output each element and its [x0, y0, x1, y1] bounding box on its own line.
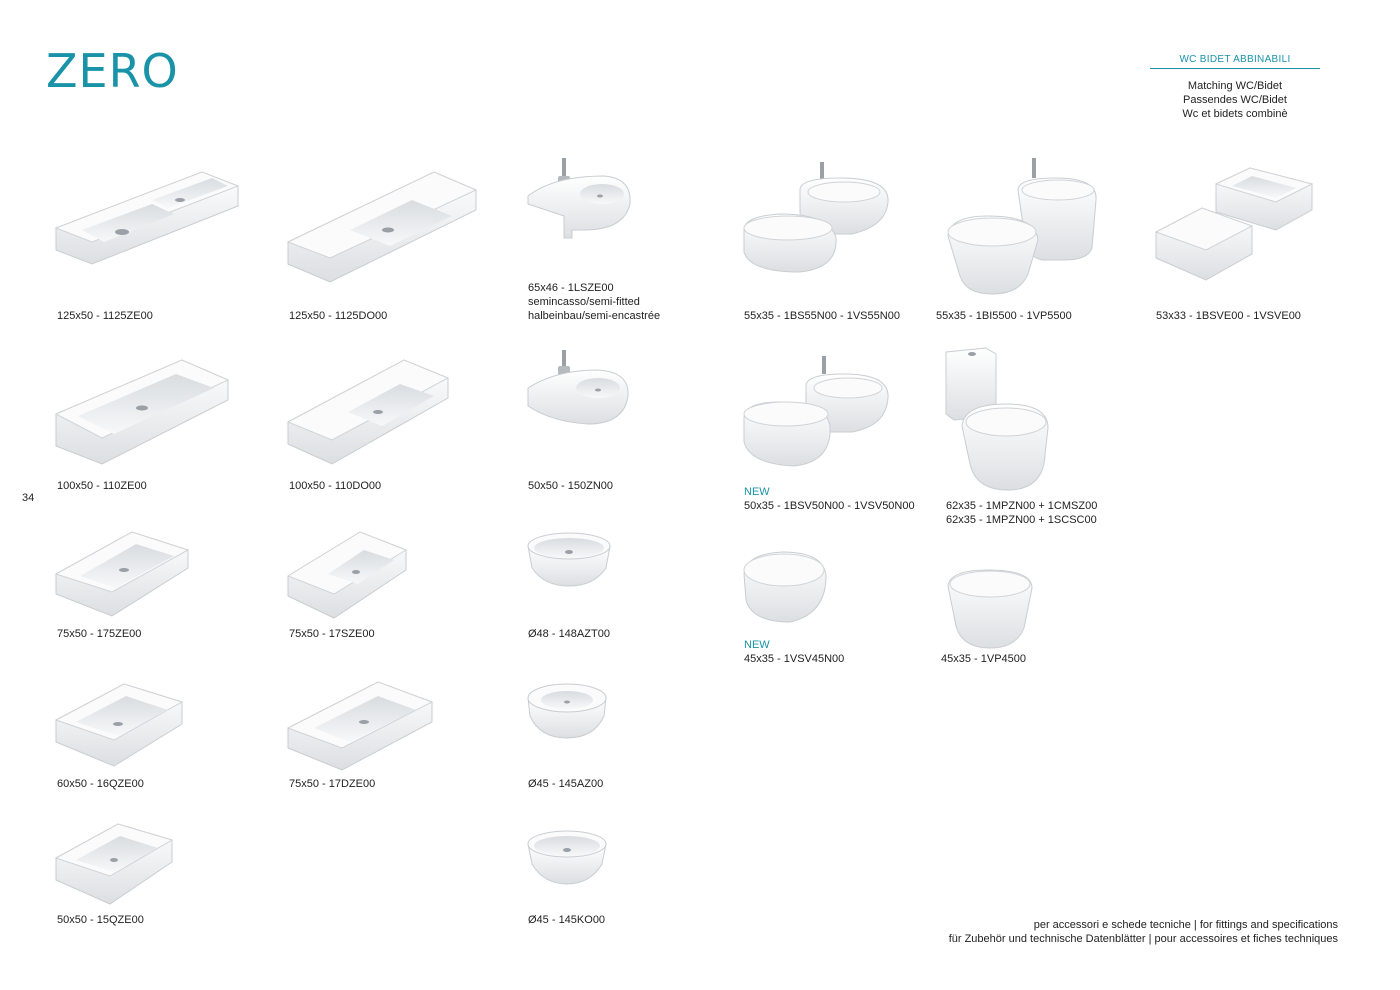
wc-section-heading: WC BIDET ABBINABILI — [1179, 54, 1291, 65]
product-label: Ø48 - 148AZT00 — [528, 628, 610, 640]
product-label: 60x50 - 16QZE00 — [57, 778, 144, 790]
product-image-bowl-basin-45 — [524, 826, 610, 886]
wc-section-subtitle: Matching WC/Bidet Passendes WC/Bidet Wc … — [1150, 79, 1320, 121]
product-image-vessel-basin-45 — [524, 680, 610, 740]
product-label: 125x50 - 1125ZE00 — [57, 310, 153, 322]
product-label: 75x50 - 175ZE00 — [57, 628, 142, 640]
product-label: 65x46 - 1LSZE00 semincasso/semi-fitted h… — [528, 282, 661, 322]
product-image-side-basin — [284, 168, 480, 286]
product-image-semi-fitted-basin — [524, 156, 636, 240]
product-label: NEW 45x35 - 1VSV45N00 — [744, 639, 845, 665]
product-image-deep-basin-75 — [284, 678, 436, 774]
page-title: ZERO — [46, 44, 179, 98]
product-label: 100x50 - 110DO00 — [289, 480, 382, 492]
product-image-square-basin — [52, 680, 186, 772]
product-image-side-basin-75 — [284, 528, 410, 622]
product-label: 45x35 - 1VP4500 — [941, 653, 1027, 665]
product-label: 55x35 - 1BI5500 - 1VP5500 — [936, 310, 1072, 322]
product-label: 53x33 - 1BSVE00 - 1VSVE00 — [1156, 310, 1301, 322]
product-image-wc-bidet-50 — [740, 354, 896, 472]
product-label: 100x50 - 110ZE00 — [57, 480, 147, 492]
product-label: NEW 50x35 - 1BSV50N00 - 1VSV50N00 — [744, 486, 915, 512]
product-image-close-coupled-wc — [942, 346, 1052, 492]
product-image-long-basin — [52, 356, 232, 468]
product-image-wc-bidet-55 — [740, 160, 896, 278]
product-image-wc-bidet-floor-55 — [942, 156, 1102, 298]
product-image-double-basin — [52, 168, 242, 268]
new-badge: NEW — [744, 639, 770, 651]
footer-note: per accessori e schede tecniche | for fi… — [949, 918, 1338, 946]
footer-line: für Zubehör und technische Datenblätter … — [948, 933, 1338, 945]
product-label: 55x35 - 1BS55N00 - 1VS55N00 — [744, 310, 900, 322]
product-image-side-basin-100 — [284, 356, 452, 468]
page-number: 34 — [22, 492, 35, 504]
product-image-wc-bidet-square — [1152, 162, 1316, 284]
product-label: 125x50 - 1125DO00 — [289, 310, 388, 322]
product-label: 75x50 - 17SZE00 — [289, 628, 375, 640]
new-badge: NEW — [744, 486, 770, 498]
product-label: 75x50 - 17DZE00 — [289, 778, 376, 790]
wc-subtitle-line: Wc et bidets combinè — [1182, 108, 1288, 120]
product-label: 50x50 - 150ZN00 — [528, 480, 613, 492]
product-image-floor-wc-45 — [942, 566, 1038, 650]
wc-subtitle-line: Matching WC/Bidet — [1187, 80, 1283, 92]
wc-section-divider — [1150, 68, 1320, 69]
product-image-small-square-basin — [52, 820, 176, 908]
product-label: Ø45 - 145KO00 — [528, 914, 606, 926]
product-image-round-basin-50 — [524, 348, 634, 428]
product-label: Ø45 - 145AZ00 — [528, 778, 604, 790]
product-label: 50x50 - 15QZE00 — [57, 914, 144, 926]
product-label: 62x35 - 1MPZN00 + 1CMSZ00 62x35 - 1MPZN0… — [946, 500, 1098, 526]
wc-subtitle-line: Passendes WC/Bidet — [1183, 94, 1287, 106]
product-image-rect-basin — [52, 528, 192, 620]
product-image-vessel-basin-48 — [524, 528, 614, 588]
footer-line: per accessori e schede tecniche | for fi… — [1033, 919, 1338, 931]
product-image-wall-hung-wc-45 — [740, 548, 830, 626]
